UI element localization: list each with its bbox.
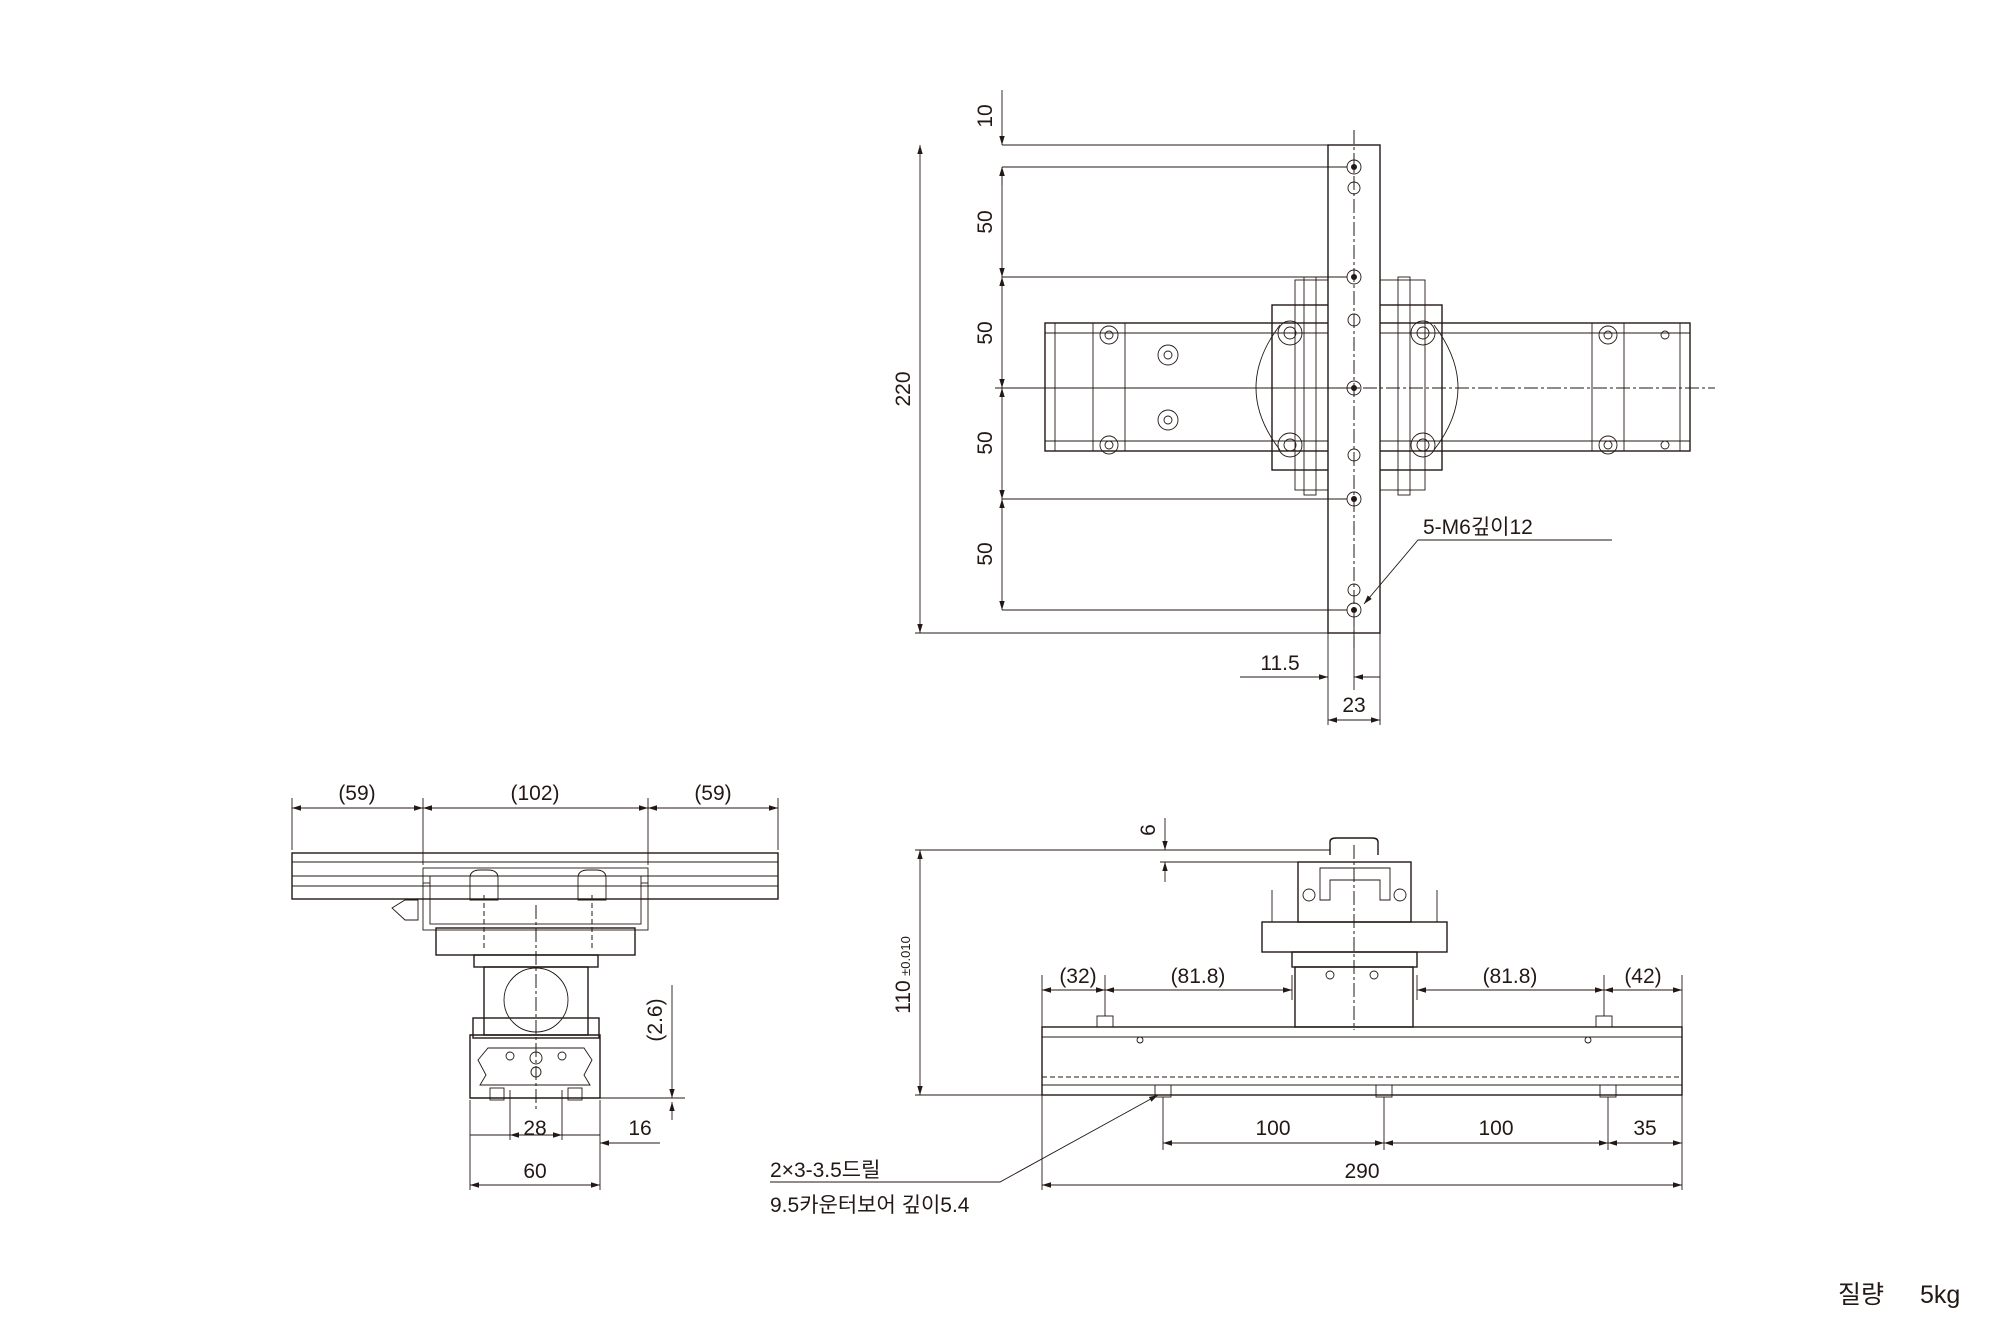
tap-hole-callout: 5-M6깊이12 bbox=[1423, 516, 1533, 539]
front-base-rail bbox=[1041, 1015, 1683, 1098]
dim-60: 60 bbox=[523, 1160, 546, 1183]
dim-23: 23 bbox=[1342, 694, 1365, 717]
end-base-block bbox=[469, 1034, 601, 1099]
dim-10: 10 bbox=[974, 104, 997, 127]
dim-50-a: 50 bbox=[974, 210, 997, 233]
weight-value: 5kg bbox=[1920, 1281, 1960, 1309]
top-view: 10 50 50 50 50 220 11.5 23 5-M6깊이12 bbox=[892, 90, 1715, 725]
dim-59-left: (59) bbox=[338, 782, 375, 805]
dim-35: 35 bbox=[1633, 1117, 1656, 1140]
dim-102: (102) bbox=[510, 782, 559, 805]
dim-50-d: 50 bbox=[974, 542, 997, 565]
knob bbox=[391, 899, 419, 921]
dim-42: (42) bbox=[1624, 965, 1661, 988]
dim-59-right: (59) bbox=[694, 782, 731, 805]
top-extension-lines bbox=[915, 144, 1381, 725]
bumper-right bbox=[577, 869, 607, 901]
dim-28: 28 bbox=[523, 1117, 546, 1140]
dim-6: 6 bbox=[1137, 824, 1160, 836]
dim-220: 220 bbox=[892, 371, 915, 406]
front-slider bbox=[1329, 837, 1379, 855]
front-view: 6 110 ±0.010 (32) (81.8) (81.8) (42) 100… bbox=[770, 818, 1683, 1217]
drill-callout-line1: 2×3-3.5드릴 bbox=[770, 1159, 880, 1182]
dim-110-group: 110 ±0.010 bbox=[892, 936, 915, 1014]
dim-81-8-right: (81.8) bbox=[1483, 965, 1538, 988]
dim-32: (32) bbox=[1059, 965, 1096, 988]
drill-callout-line2: 9.5카운터보어 깊이5.4 bbox=[770, 1194, 970, 1217]
end-rail bbox=[291, 852, 779, 931]
dim-290: 290 bbox=[1344, 1160, 1379, 1183]
dim-2-6: (2.6) bbox=[644, 998, 667, 1041]
dim-50-c: 50 bbox=[974, 431, 997, 454]
top-dimension-lines bbox=[917, 90, 1612, 723]
dim-16: 16 bbox=[628, 1117, 651, 1140]
dim-100-b: 100 bbox=[1478, 1117, 1513, 1140]
dim-110: 110 bbox=[892, 980, 915, 1013]
bumper-left bbox=[469, 869, 499, 901]
weight-label: 질량 bbox=[1838, 1281, 1884, 1309]
end-view: (59) (102) (59) (2.6) 28 16 60 bbox=[291, 782, 779, 1190]
dim-110-tolerance: ±0.010 bbox=[898, 936, 913, 976]
dim-81-8-left: (81.8) bbox=[1171, 965, 1226, 988]
dim-50-b: 50 bbox=[974, 321, 997, 344]
dim-11-5: 11.5 bbox=[1260, 652, 1299, 675]
dim-100-a: 100 bbox=[1255, 1117, 1290, 1140]
